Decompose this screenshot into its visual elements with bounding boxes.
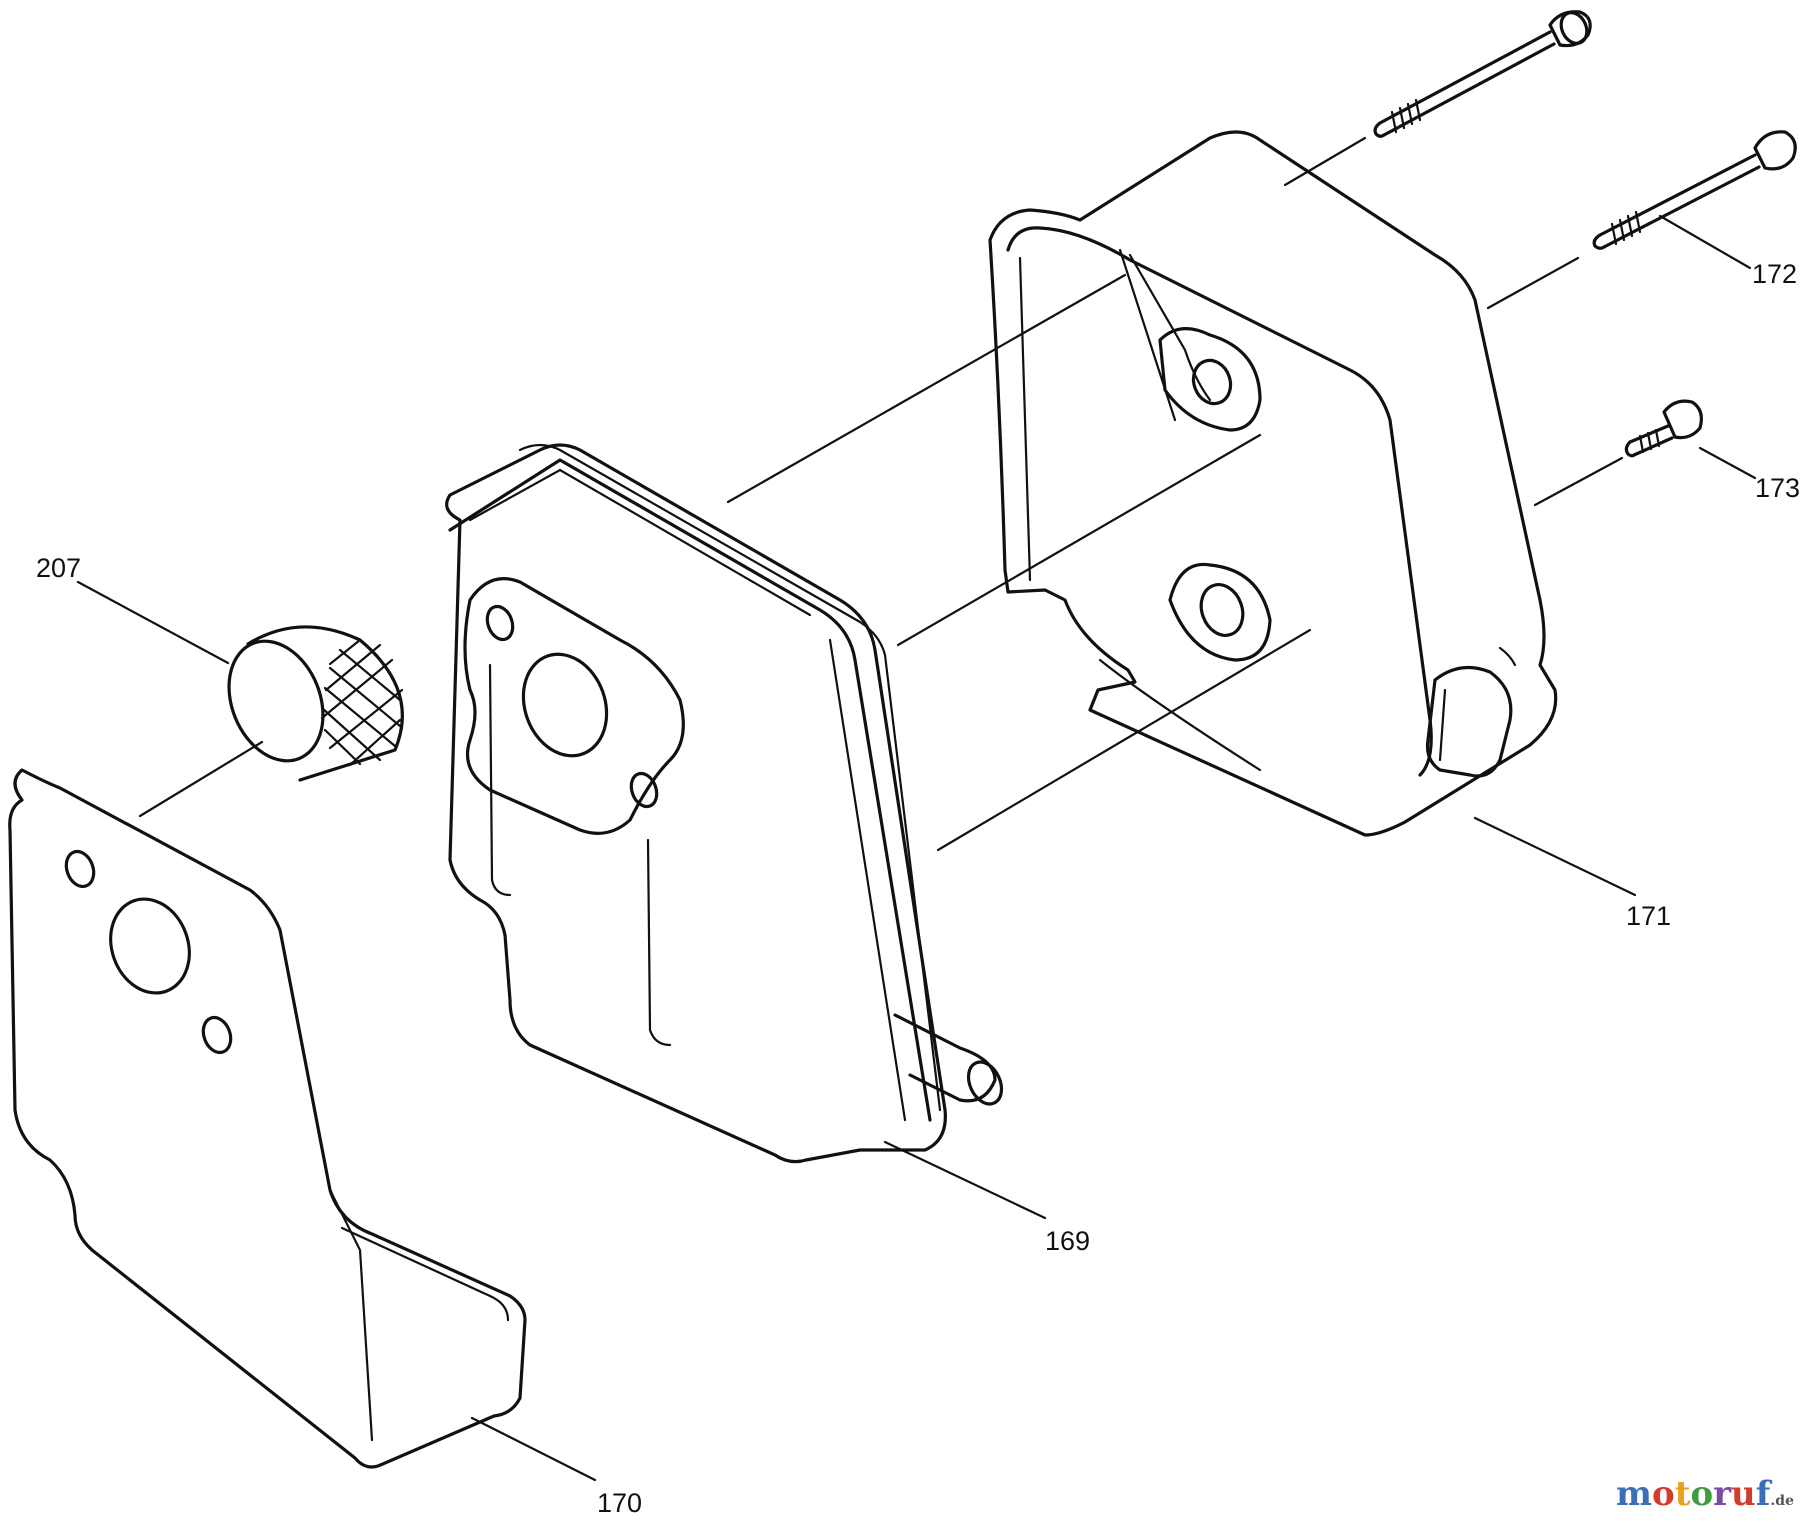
motoruf-watermark-logo: motoruf.de: [1616, 1474, 1794, 1514]
bolt-part-172-lower: [1592, 130, 1797, 250]
cover-part-171: [988, 130, 1558, 837]
screen-part-207: [227, 625, 404, 782]
alignment-lines: [138, 136, 1624, 852]
callout-leaders: [76, 214, 1757, 1482]
label-172: 172: [1752, 259, 1797, 289]
screw-part-173: [1624, 399, 1703, 458]
label-169: 169: [1045, 1226, 1090, 1256]
muffler-part-169: [445, 443, 1004, 1164]
label-207: 207: [36, 553, 81, 583]
bolt-part-172-upper: [1373, 10, 1592, 138]
label-170: 170: [597, 1488, 642, 1518]
label-171: 171: [1626, 901, 1671, 931]
bracket-part-170: [8, 768, 527, 1469]
label-173: 173: [1755, 473, 1800, 503]
